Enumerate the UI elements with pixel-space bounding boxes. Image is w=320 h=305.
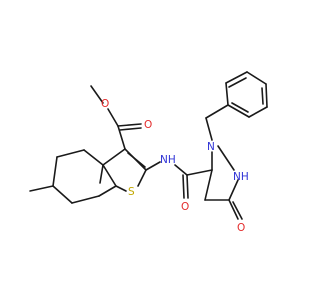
bond (227, 104, 250, 118)
bond (83, 149, 104, 166)
bond (228, 179, 239, 201)
bond (52, 156, 58, 187)
atom-n-pyrazolidine: N (207, 141, 215, 153)
bond (102, 164, 117, 187)
bond (56, 149, 85, 158)
bond (117, 125, 126, 150)
atom-o-ester-ether: O (101, 98, 109, 110)
bond (98, 185, 117, 197)
bond (107, 108, 119, 127)
bond (261, 87, 264, 105)
bond (246, 71, 267, 85)
bond (52, 185, 73, 204)
bond (174, 164, 188, 176)
bond (231, 102, 249, 113)
atom-nh-pyrazolidine: NH (233, 171, 249, 183)
bond (182, 174, 185, 199)
atom-nh-amide: NH (160, 154, 176, 166)
bond (232, 201, 243, 220)
bond (90, 85, 104, 104)
bond (115, 185, 127, 192)
bond (204, 169, 213, 201)
amide-linker (145, 161, 213, 199)
structure-canvas: O O NH S O N NH O (29, 71, 268, 234)
bond (228, 199, 239, 220)
bond (119, 127, 142, 131)
atom-o-ester-carbonyl: O (144, 119, 152, 131)
atom-s-thiophene: S (128, 186, 135, 198)
bond (228, 77, 247, 88)
bond (186, 169, 213, 176)
bond (102, 148, 126, 166)
bond (225, 82, 229, 106)
bond (186, 174, 189, 199)
methyl-ester-group (90, 85, 142, 150)
pyrazolidinone-ring (204, 145, 243, 220)
benzyl-group (205, 71, 268, 141)
bond (99, 164, 104, 184)
thiophene-ring (102, 148, 147, 192)
bond (205, 104, 229, 119)
bond (205, 117, 213, 141)
bond (127, 152, 146, 168)
bond (117, 123, 142, 127)
bond (145, 161, 161, 171)
bond (225, 71, 248, 84)
bond (248, 106, 268, 118)
bond (137, 169, 147, 187)
bond (71, 195, 100, 204)
bond (29, 185, 54, 192)
atom-o-amide: O (181, 201, 189, 213)
bond (265, 83, 268, 108)
cyclohexene-ring (29, 149, 117, 204)
chemical-structure-diagram: O O NH S O N NH O (29, 71, 268, 234)
atom-o-ketone: O (237, 222, 245, 234)
bond (217, 145, 235, 171)
